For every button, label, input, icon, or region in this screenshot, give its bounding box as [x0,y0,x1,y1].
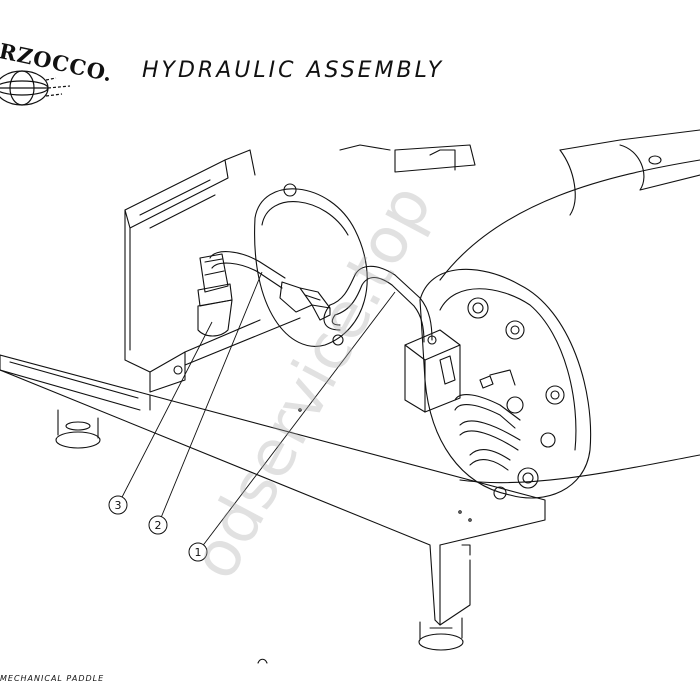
callout-label-1: 1 [195,546,202,559]
boiler-cylinder [339,129,700,484]
mounting-bracket [124,149,301,393]
right-foot [418,617,464,651]
page-title: HYDRAULIC ASSEMBLY [142,58,445,83]
tube-fitting [279,281,331,321]
left-foot [55,409,101,449]
callout-label-2: 2 [155,519,162,532]
base-frame [0,354,546,626]
brand-logo: RZOCCO. [0,38,120,133]
callout-circle-3 [108,495,128,515]
globe-icon [0,70,71,106]
leader-line-1 [197,291,396,553]
leader-line-2 [157,271,263,526]
pressure-switch-block [404,329,461,413]
callout-label-3: 3 [115,499,122,512]
boiler-flange [419,268,592,500]
leader-line-3 [117,321,213,506]
expansion-disc [254,183,368,347]
elbow-connector [197,253,233,337]
heating-element [454,369,521,471]
footer-caption: MECHANICAL PADDLE [0,674,105,683]
callout-circle-1 [188,542,208,562]
callout-circle-2 [148,515,168,535]
